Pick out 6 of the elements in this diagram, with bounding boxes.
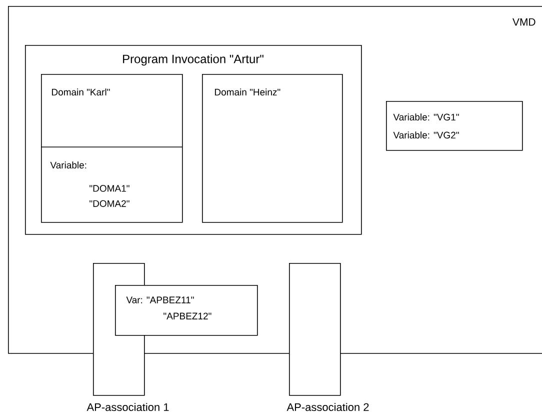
variable-box: Var: "APBEZ11" "APBEZ12" xyxy=(115,285,258,336)
node-label: AP-association 2 xyxy=(286,402,369,412)
domain-box: Domain "Karl" Variable: "DOMA1" "DOMA2" xyxy=(40,74,183,223)
variable-box: Variable: "VG1" Variable: "VG2" xyxy=(386,101,523,151)
node-label: AP-association 1 xyxy=(86,402,169,412)
domain-box: Domain "Heinz" xyxy=(202,74,343,223)
